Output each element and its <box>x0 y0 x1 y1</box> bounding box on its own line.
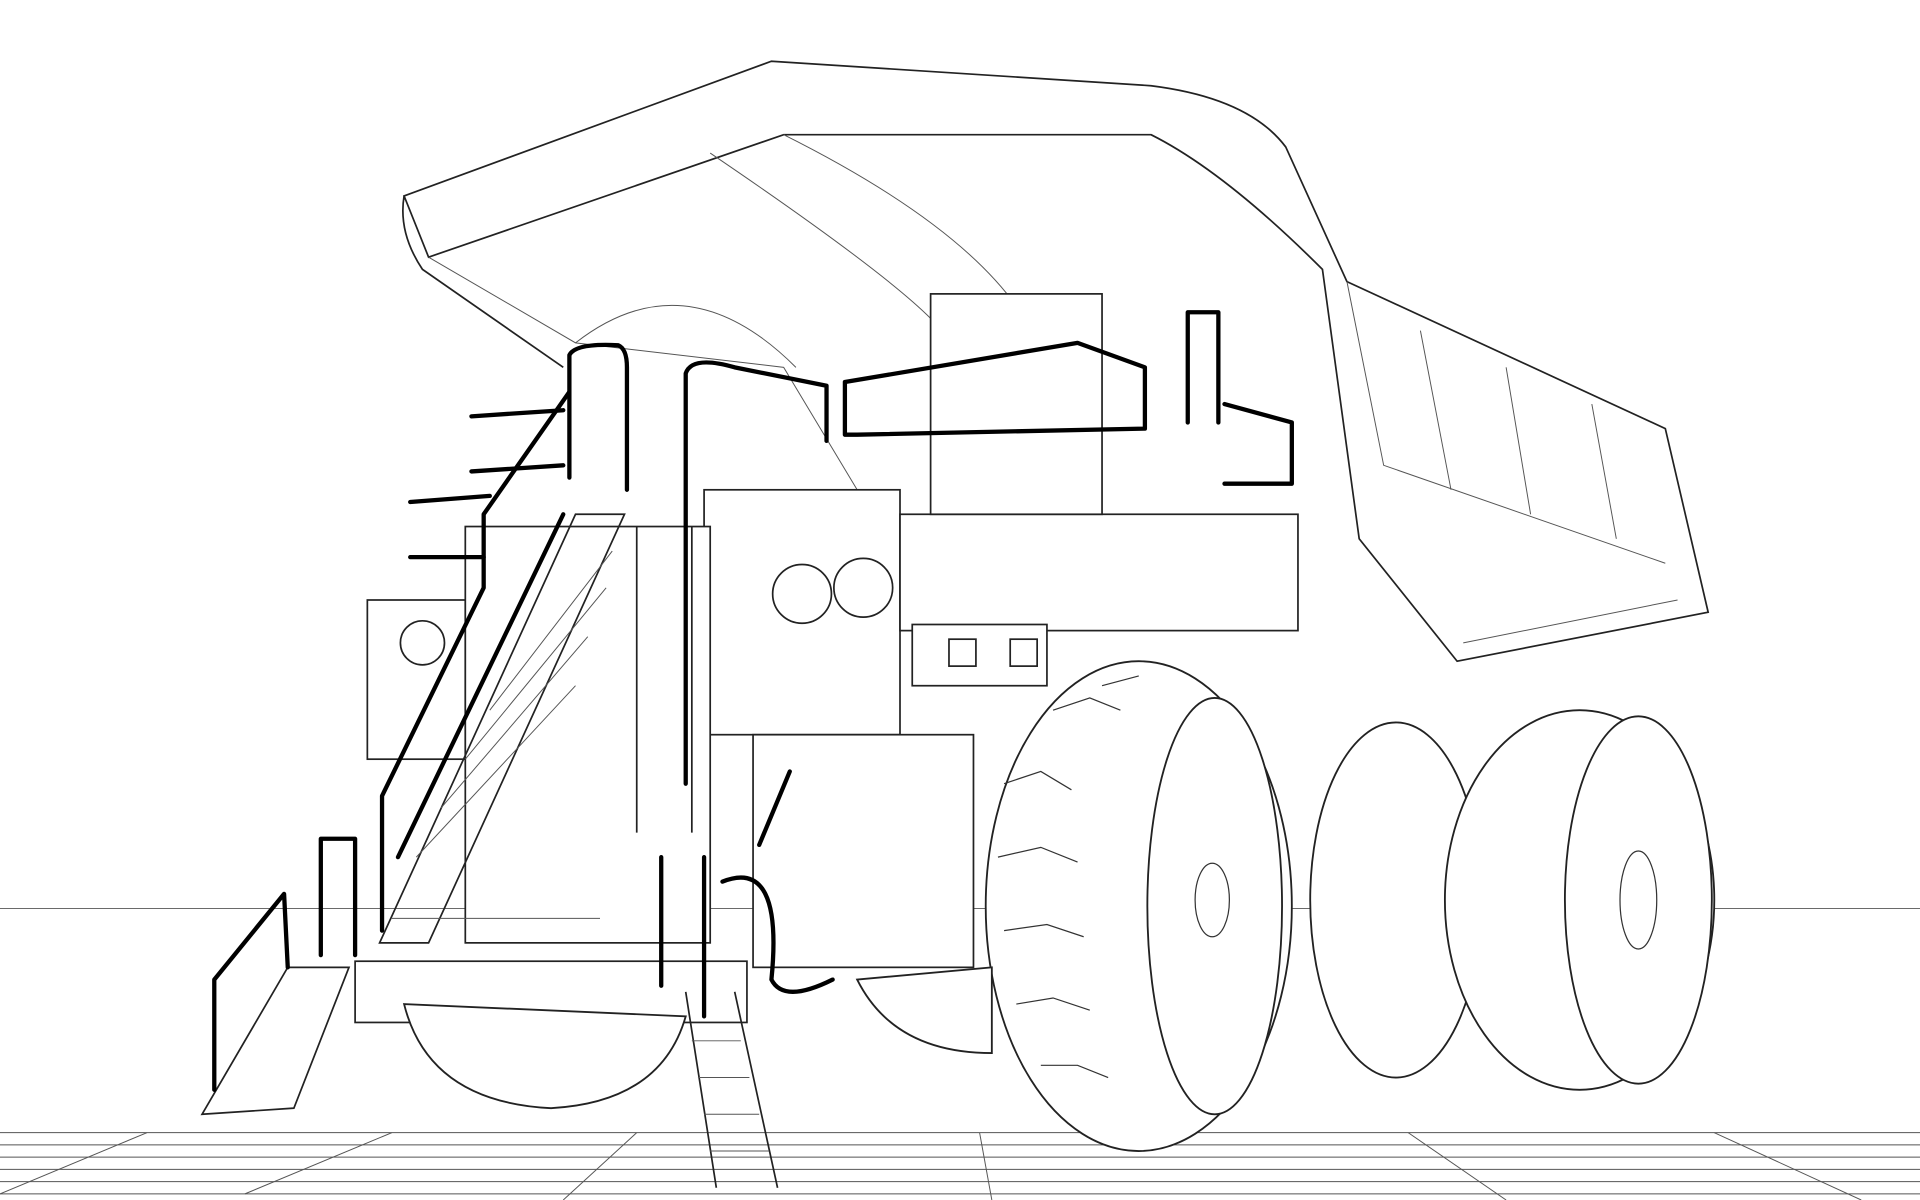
rear-tires <box>1309 709 1716 1091</box>
front-right-tire <box>984 660 1293 1152</box>
access-stairway <box>200 513 779 1188</box>
dump-body <box>402 60 1710 663</box>
ground-grid <box>0 908 1920 1200</box>
front-left-tire <box>402 966 993 1110</box>
truck-front-structure <box>354 293 1299 1024</box>
cooling-fans <box>399 557 894 666</box>
handrails <box>212 310 1294 1092</box>
